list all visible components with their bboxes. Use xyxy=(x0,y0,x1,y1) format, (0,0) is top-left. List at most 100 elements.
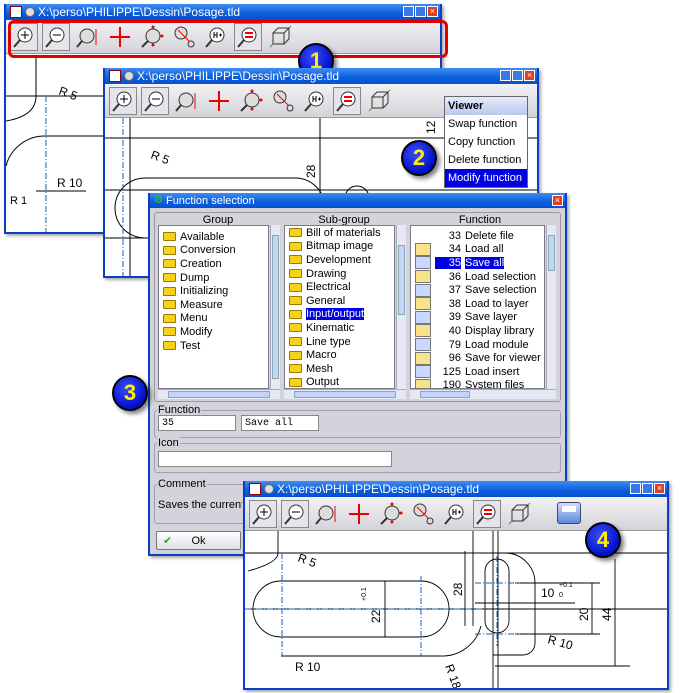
menu-item-modify[interactable]: Modify function xyxy=(445,169,527,187)
group-item[interactable]: Available xyxy=(159,230,268,244)
zoom-fit-button[interactable] xyxy=(473,499,501,528)
dialog-close-button[interactable]: × xyxy=(552,195,563,206)
subgroup-item[interactable]: Bitmap image xyxy=(285,240,394,254)
3d-view-icon xyxy=(269,25,292,47)
subgroup-vscrollbar[interactable] xyxy=(396,225,406,389)
subgroup-item[interactable]: Drawing xyxy=(285,267,394,281)
subgroup-item[interactable]: Macro xyxy=(285,348,394,362)
close-button[interactable]: × xyxy=(524,70,535,81)
pan-button[interactable] xyxy=(345,500,373,528)
zoom-in-button[interactable] xyxy=(109,86,137,115)
group-item[interactable]: Creation xyxy=(159,257,268,271)
group-item[interactable]: Initializing xyxy=(159,284,268,298)
zoom-dynamic-button[interactable] xyxy=(74,23,102,51)
zoom-out-button[interactable] xyxy=(141,86,169,115)
maximize-button[interactable] xyxy=(642,483,653,494)
subgroup-item[interactable]: Input/output xyxy=(285,308,394,322)
subgroup-label: Electrical xyxy=(306,281,351,294)
group-item[interactable]: Conversion xyxy=(159,244,268,258)
zoom-previous-button[interactable] xyxy=(441,500,469,528)
pan-button[interactable] xyxy=(106,23,134,51)
subgroup-item[interactable]: Development xyxy=(285,253,394,267)
3d-view-button[interactable] xyxy=(505,500,533,528)
save-all-button[interactable] xyxy=(557,502,581,524)
subgroup-item[interactable]: Kinematic xyxy=(285,321,394,335)
zoom-out-button[interactable] xyxy=(281,499,309,528)
subgroup-hscrollbar[interactable] xyxy=(284,389,406,399)
group-item[interactable]: Dump xyxy=(159,271,268,285)
3d-view-button[interactable] xyxy=(266,23,294,51)
subgroup-item[interactable]: Output xyxy=(285,376,394,388)
group-hscrollbar[interactable] xyxy=(158,389,280,399)
menu-item-copy[interactable]: Copy function xyxy=(448,136,516,148)
subgroup-item[interactable]: Line type xyxy=(285,335,394,349)
maximize-button[interactable] xyxy=(512,70,523,81)
function-hscrollbar[interactable] xyxy=(410,389,556,399)
minimize-button[interactable] xyxy=(630,483,641,494)
subgroup-item[interactable]: Electrical xyxy=(285,280,394,294)
zoom-center-button[interactable] xyxy=(237,87,265,115)
group-item[interactable]: Test xyxy=(159,339,268,353)
zoom-dynamic-button[interactable] xyxy=(313,500,341,528)
subgroup-item[interactable]: Bill of materials xyxy=(285,226,394,240)
function-number: 190 xyxy=(442,379,461,389)
pan-button[interactable] xyxy=(205,87,233,115)
ok-button[interactable]: ✔Ok xyxy=(156,531,241,550)
zoom-previous-button[interactable] xyxy=(301,87,329,115)
zoom-in-button[interactable] xyxy=(10,22,38,51)
icon-field[interactable] xyxy=(158,451,392,467)
dim-r10-right: R 10 xyxy=(546,632,574,652)
subgroup-item[interactable]: Mesh xyxy=(285,362,394,376)
group-item[interactable]: Menu xyxy=(159,312,268,326)
subgroup-item[interactable]: General xyxy=(285,294,394,308)
zoom-previous-button[interactable] xyxy=(202,23,230,51)
title-bar: X:\perso\PHILIPPE\Dessin\Posage.tld × xyxy=(105,68,537,84)
minimize-button[interactable] xyxy=(403,6,414,17)
zoom-out-button[interactable] xyxy=(42,22,70,51)
minimize-button[interactable] xyxy=(500,70,511,81)
zoom-window-button[interactable] xyxy=(269,87,297,115)
zoom-fit-button[interactable] xyxy=(333,86,361,115)
menu-item-swap[interactable]: Swap function xyxy=(448,118,518,130)
zoom-dynamic-button[interactable] xyxy=(173,87,201,115)
zoom-previous-icon xyxy=(304,91,324,112)
menu-item-delete[interactable]: Delete function xyxy=(448,154,522,166)
group-item[interactable]: Modify xyxy=(159,325,268,339)
function-vscrollbar[interactable] xyxy=(546,225,556,389)
close-button[interactable]: × xyxy=(654,483,665,494)
zoom-center-button[interactable] xyxy=(377,500,405,528)
function-number-field[interactable]: 35 xyxy=(158,415,236,431)
group-label: Modify xyxy=(180,325,213,338)
dialog-title-bar: ⚙Function selection × xyxy=(150,193,565,208)
zoom-fit-button[interactable] xyxy=(234,22,262,51)
zoom-center-button[interactable] xyxy=(138,23,166,51)
function-name-field[interactable]: Save all xyxy=(241,415,319,431)
maximize-button[interactable] xyxy=(415,6,426,17)
subgroup-label: General xyxy=(306,294,346,307)
zoom-window-button[interactable] xyxy=(170,23,198,51)
group-vscrollbar[interactable] xyxy=(270,225,280,389)
zoom-in-button[interactable] xyxy=(249,499,277,528)
close-button[interactable]: × xyxy=(427,6,438,17)
viewer-context-menu: Viewer Swap function Copy function Delet… xyxy=(444,96,528,188)
3d-view-button[interactable] xyxy=(365,87,393,115)
zoom-window-button[interactable] xyxy=(409,500,437,528)
group-item[interactable]: Measure xyxy=(159,298,268,312)
group-label: Menu xyxy=(180,312,208,325)
function-number: 125 xyxy=(442,365,461,378)
